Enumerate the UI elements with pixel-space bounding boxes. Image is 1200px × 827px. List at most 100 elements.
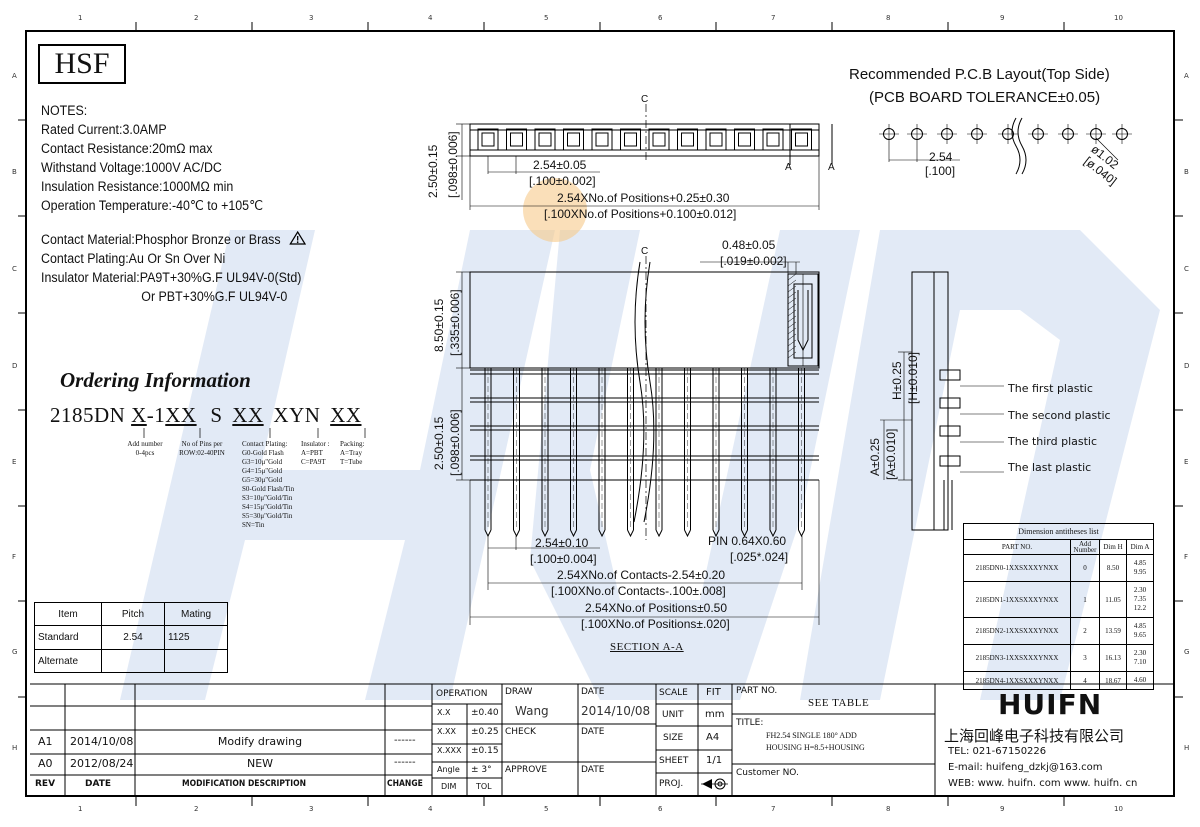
notes-title: NOTES: (41, 103, 88, 118)
zone-label: H (1184, 744, 1190, 752)
sheet-value: 1/1 (706, 755, 723, 766)
zone-label: 3 (309, 14, 314, 22)
zone-label: 7 (771, 14, 776, 22)
zone-label: A (12, 72, 17, 80)
rev-change-cell: ------ (394, 757, 416, 768)
tol-value-cell: ±0.25 (471, 727, 499, 737)
plastic-label: The last plastic (1008, 461, 1092, 474)
zone-label: G (12, 648, 18, 656)
scale-label: SCALE (659, 688, 688, 698)
company-web: WEB: www. huifn. com www. huifn. cn (948, 778, 1138, 789)
tol-label: TOL (476, 782, 492, 791)
pin-dim-in: [.025*.024] (730, 550, 789, 564)
top-center-mark: C (641, 94, 649, 105)
zone-label: 3 (309, 805, 314, 813)
zone-label: F (1184, 553, 1189, 561)
positions-dim-in: [.100XNo.of Positions±.020] (581, 617, 730, 631)
top-total-dim: 2.54XNo.of Positions+0.25±0.30 (557, 191, 730, 205)
zone-label: 6 (658, 14, 663, 22)
scale-value: FIT (706, 687, 721, 698)
positions-dim: 2.54XNo.of Positions±0.50 (585, 601, 728, 615)
section-center-mark: C (641, 246, 649, 257)
section-pitch-dim-in: [.100±0.004] (530, 552, 597, 566)
date-label: DATE (581, 687, 605, 697)
part-no-value: SEE TABLE (808, 697, 870, 709)
zone-label: 7 (771, 805, 776, 813)
title-value: HOUSING H=8.5+HOUSING (766, 743, 865, 752)
size-label: SIZE (663, 733, 684, 743)
zone-label: D (1184, 362, 1190, 370)
company-logo: HUIFN (998, 688, 1103, 721)
desc-header: MODIFICATION DESCRIPTION (182, 779, 306, 789)
zone-label: 1 (78, 805, 83, 813)
zone-label: F (12, 553, 17, 561)
zone-label: G (1184, 648, 1190, 656)
projection-symbol-icon (701, 778, 728, 790)
contact-width-dim: 0.48±0.05 (722, 238, 776, 252)
zone-label: B (1184, 168, 1189, 176)
date-header: DATE (85, 779, 112, 789)
draw-date: 2014/10/08 (581, 704, 651, 718)
unit-label: UNIT (662, 710, 684, 720)
top-pitch-dim-in: [.100±0.002] (529, 174, 596, 188)
draw-name: Wang (515, 704, 549, 718)
rev-cell: A0 (38, 757, 53, 770)
approve-label: APPROVE (505, 765, 548, 775)
material-line: Contact Material:Phosphor Bronze or Bras… (41, 232, 281, 247)
tol-dim-cell: X.X (437, 708, 451, 717)
zone-label: B (12, 168, 17, 176)
zone-label: C (12, 265, 17, 273)
pcb-tolerance: (PCB BOARD TOLERANCE±0.05) (869, 89, 1101, 106)
drawing-frame (25, 30, 1175, 797)
rev-date-cell: 2012/08/24 (70, 757, 134, 770)
rev-header: REV (35, 779, 56, 789)
zone-label: 4 (428, 14, 433, 22)
top-total-dim-in: [.100XNo.of Positions+0.100±0.012] (544, 207, 737, 221)
top-pitch-dim: 2.54±0.05 (533, 158, 587, 172)
ordering-title: Ordering Information (60, 368, 251, 392)
rev-cell: A1 (38, 735, 53, 748)
sheet-label: SHEET (659, 756, 689, 766)
pin-dim: PIN 0.64X0.60 (708, 534, 787, 548)
company-tel: TEL: 021-67150226 (948, 746, 1047, 757)
zone-label: 1 (78, 14, 83, 22)
warning-triangle-icon (289, 230, 307, 245)
rev-desc-cell: NEW (246, 757, 274, 770)
zone-label: 10 (1114, 14, 1123, 22)
section-mark: A (828, 162, 835, 173)
zone-label: 6 (658, 805, 663, 813)
material-line: Insulator Material:PA9T+30%G.F UL94V-0(S… (41, 270, 302, 285)
title-value: FH2.54 SINGLE 180° ADD (766, 731, 857, 740)
rev-desc-cell: Modify drawing (217, 735, 303, 748)
zone-label: E (12, 458, 17, 466)
plastic-label: The first plastic (1008, 382, 1093, 395)
section-mark: A (785, 162, 792, 173)
zone-label: 9 (1000, 14, 1005, 22)
zone-label: C (1184, 265, 1189, 273)
draw-label: DRAW (505, 687, 533, 697)
plastic-label: The third plastic (1008, 435, 1098, 448)
contact-width-dim-in: [.019±0.002] (720, 254, 787, 268)
rev-change-cell: ------ (394, 735, 416, 746)
section-title: SECTION A-A (610, 641, 684, 653)
materials-block: Contact Material:Phosphor Bronze or Bras… (41, 230, 307, 306)
notes-block: NOTES: Rated Current:3.0AMP Contact Resi… (41, 101, 263, 215)
zone-label: 2 (194, 805, 199, 813)
unit-value: mm (705, 709, 725, 720)
zone-label: 8 (886, 805, 891, 813)
check-label: CHECK (505, 727, 536, 737)
zone-label: 10 (1114, 805, 1123, 813)
zone-label: 5 (544, 805, 549, 813)
rev-date-cell: 2014/10/08 (70, 735, 134, 748)
zone-label: 9 (1000, 805, 1005, 813)
dimension-list: Dimension antitheses list PART NO. Add N… (963, 523, 1154, 690)
company-name: 上海回峰电子科技有限公司 (944, 727, 1125, 745)
